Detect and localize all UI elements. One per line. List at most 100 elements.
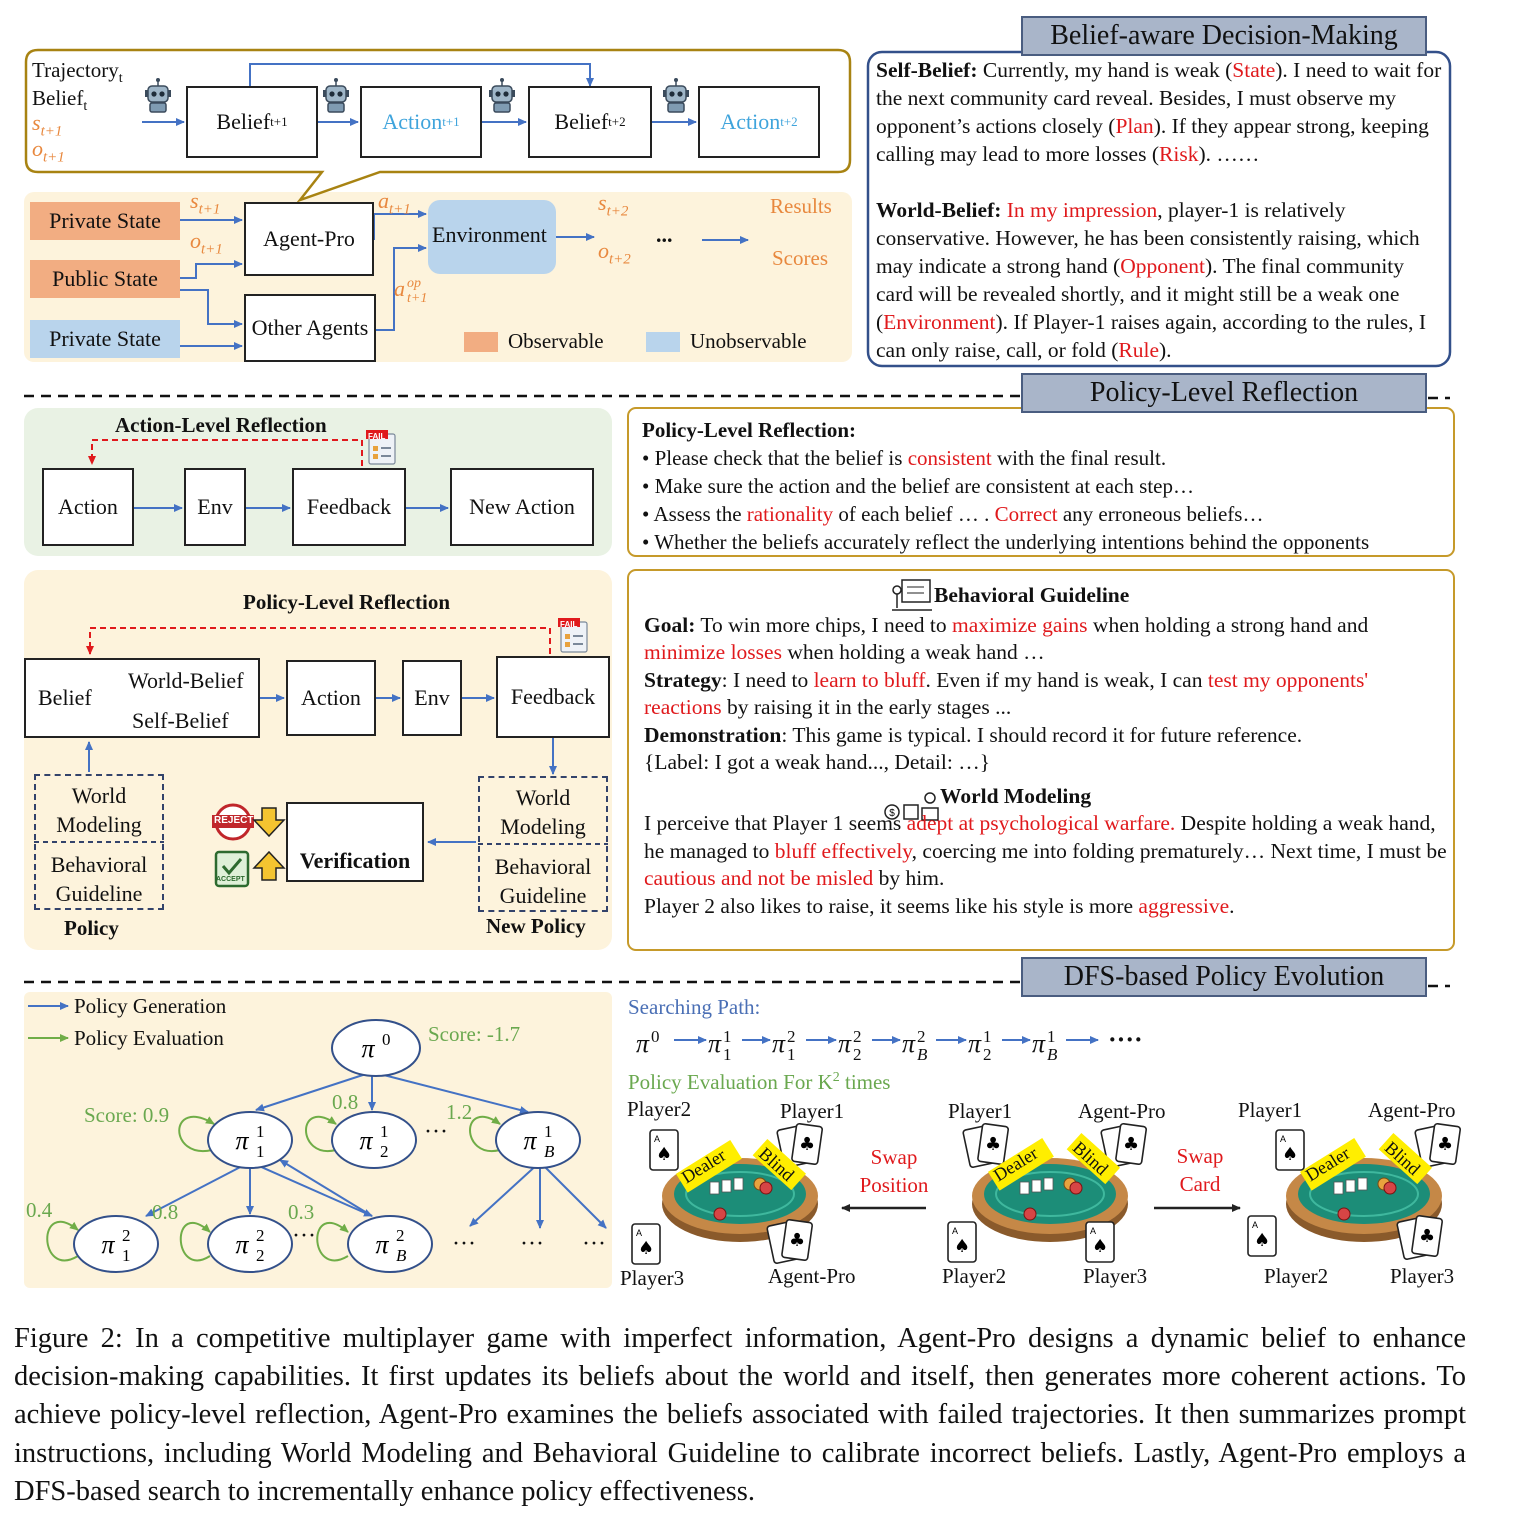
policy-level-title: Policy-Level Reflection [243,590,450,615]
reflection-bullet: • Whether the beliefs accurately reflect… [642,528,1452,556]
text-segment: Whether the beliefs accurately reflect t… [654,530,1369,554]
root-node [332,1020,420,1076]
header-dfs: DFS-based Policy Evolution [1021,957,1427,997]
chain-action-box: Actiont+2 [698,86,820,158]
text-segment: by raising it in the early stages ... [722,695,1012,719]
demo-paragraph: Demonstration: This game is typical. I s… [644,722,1448,750]
pl-self-belief: Self-Belief [132,708,229,734]
self-belief-paragraph: Self-Belief: Currently, my hand is weak … [876,56,1446,168]
chain-action-box: Actiont+1 [360,86,482,158]
path-tail: ···· [1108,1024,1143,1055]
text-segment: ). …… [1198,142,1259,166]
results-label: Results [770,194,832,219]
fail-label: FAIL [368,432,385,442]
text-segment: of each belief … . [833,502,995,526]
s-out-label: st+1 [190,188,220,218]
text-segment: Environment [883,310,995,334]
level2-node [74,1216,158,1272]
root-score: Score: -1.7 [428,1022,520,1047]
belief-text: Self-Belief: Currently, my hand is weak … [876,56,1446,364]
legend-observable: Observable [508,329,604,354]
text-segment: by him. [873,866,944,890]
text-segment: . Even if my hand is weak, I can [925,668,1207,692]
score-04: 0.4 [26,1198,52,1223]
text-segment: Assess the [653,502,746,526]
text-segment: Opponent [1120,254,1205,278]
text-segment: To win more chips, I need to [695,613,952,637]
action-level-title: Action-Level Reflection [115,413,327,438]
score-08: 0.8 [332,1090,358,1115]
swap-card-label: Swap Card [1170,1142,1230,1198]
pl-old-world-modeling: World Modeling [56,776,142,839]
text-segment: : I need to [722,668,814,692]
t2-top-right: Agent-Pro [1078,1099,1166,1124]
text-segment: Rule [1118,338,1159,362]
t3-top-right: Agent-Pro [1368,1098,1456,1123]
tree-ellipsis: ··· [452,1230,476,1259]
pl-belief-label: Belief [38,685,92,711]
level1-node-sub: B [544,1142,555,1161]
text-segment: . [1229,894,1234,918]
private-state-unobservable: Private State [30,320,180,358]
strategy-paragraph: Strategy: I need to learn to bluff. Even… [644,667,1448,722]
text-segment: minimize losses [644,640,782,664]
tree-ellipsis: ··· [424,1118,448,1147]
level2-node-label: π [101,1230,115,1259]
world-belief-paragraph: World-Belief: In my impression, player-1… [876,196,1446,364]
reject-label: REJECT [214,815,253,827]
text-segment: Please check that the belief is [655,446,908,470]
pl-old-policy-box: World Modeling Behavioral Guideline [34,774,164,910]
fail-label: FAIL [560,620,577,630]
pl-action-box: Action [286,660,376,736]
reflection-title: Policy-Level Reflection: [642,416,1452,444]
legend-observable-swatch [464,332,498,352]
text-segment: when holding a strong hand and [1088,613,1369,637]
o-t1-label: ot+1 [32,136,65,166]
trajectory-label: Trajectoryt [32,58,123,88]
path-node: π21 [772,1028,796,1064]
al-feedback-box: Feedback [292,468,406,546]
path-node: π11 [708,1028,732,1064]
swap-position-label: Swap Position [854,1143,934,1199]
pl-new-policy-box: World Modeling Behavioral Guideline [478,776,608,912]
level2-node-sup: 2 [122,1226,131,1245]
t2-top-left: Player1 [948,1099,1012,1124]
tree-ellipsis: ··· [520,1230,544,1259]
al-env-box: Env [184,468,246,546]
reflection-text: Policy-Level Reflection: • Please check … [642,416,1452,556]
pl-world-belief: World-Belief [128,668,244,694]
level1-node [332,1112,416,1168]
level1-node-sub: 2 [380,1142,389,1161]
pl-new-guideline: Behavioral Guideline [488,841,598,910]
text-segment: Risk [1159,142,1198,166]
path-node: π2B [902,1028,927,1064]
tree-ellipsis: ··· [582,1230,606,1259]
o-out-label: ot+1 [190,228,223,258]
goal-paragraph: Goal: To win more chips, I need to maxim… [644,612,1448,667]
agent-pro-box: Agent-Pro [244,202,374,276]
pl-feedback-box: Feedback [496,656,610,738]
wm-paragraph: I perceive that Player 1 seems adept at … [644,810,1448,893]
reflection-bullet: • Assess the rationality of each belief … [642,500,1452,528]
accept-label: ACCEPT [216,876,245,884]
t2-bottom-left: Player2 [942,1264,1006,1289]
level1-node-sub: 1 [256,1142,265,1161]
level2-node-label: π [375,1230,389,1259]
pl-old-guideline: Behavioral Guideline [44,839,154,908]
text-segment: Currently, my hand is weak ( [978,58,1233,82]
text-segment: when holding a weak hand … [782,640,1045,664]
level1-node-sup: 1 [380,1122,389,1141]
level1-node-label: π [359,1126,373,1155]
policy-label: Policy [64,916,119,941]
verification-box: Verification [286,802,424,882]
level2-node-sub: 2 [256,1246,265,1265]
text-segment: Plan [1115,114,1153,138]
text-segment: learn to bluff [814,668,926,692]
t3-bottom-left: Player2 [1264,1264,1328,1289]
legend-unobservable-swatch [646,332,680,352]
reflection-bullet: • Make sure the action and the belief ar… [642,472,1452,500]
search-path-title: Searching Path: [628,995,760,1020]
text-segment: In my impression [1007,198,1158,222]
text-segment: Correct [995,502,1058,526]
